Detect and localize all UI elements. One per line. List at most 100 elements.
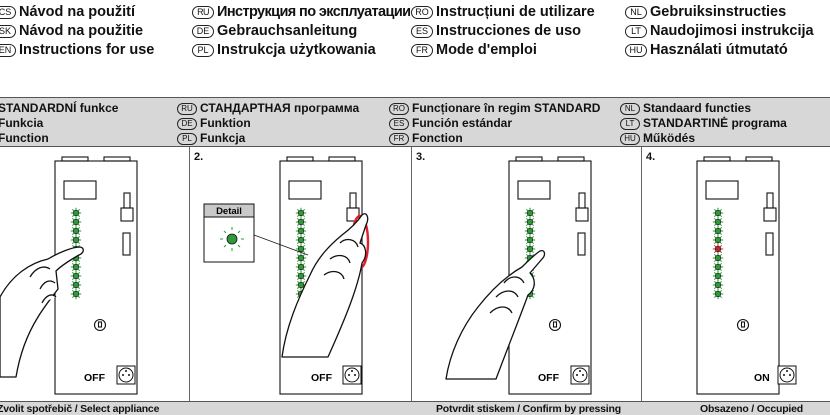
led-green-icon xyxy=(524,225,536,237)
led-green-icon xyxy=(295,279,307,291)
switch-lever xyxy=(578,192,586,209)
status-label: OFF xyxy=(538,372,560,384)
function-text: Működés xyxy=(643,131,696,145)
device-vent xyxy=(103,156,131,162)
lang-code: HU xyxy=(620,132,640,145)
device-body xyxy=(696,160,780,395)
device-vent xyxy=(328,156,356,162)
coin-slot xyxy=(122,232,131,256)
lang-text: Instrucciones de uso xyxy=(436,23,582,39)
device-vent xyxy=(286,156,314,162)
led-column xyxy=(70,207,82,300)
lang-code: ES xyxy=(389,117,409,130)
led-green-icon xyxy=(70,234,82,246)
lang-text: Instructions for use xyxy=(19,42,155,58)
function-text: Fonction xyxy=(412,131,463,145)
caption-step-4: Obsazeno / Occupied xyxy=(700,403,803,415)
lang-code: RO xyxy=(389,102,409,115)
led-green-icon xyxy=(295,207,307,219)
lang-text: Инструкция по эксплуатации xyxy=(217,4,411,20)
function-cs: STANDARDNÍ funkce xyxy=(0,101,118,116)
switch-base xyxy=(763,207,777,222)
led-green-icon xyxy=(524,216,536,228)
lang-text: Gebrauchsanleitung xyxy=(217,23,358,39)
device-illustration: OFF xyxy=(445,156,592,395)
led-green-icon xyxy=(295,225,307,237)
switch-lever xyxy=(123,192,131,209)
hand-icon xyxy=(281,213,369,358)
led-green-icon xyxy=(712,288,724,300)
status-label: OFF xyxy=(84,372,106,384)
step-number: 2. xyxy=(194,151,204,163)
led-green-icon xyxy=(524,207,536,219)
device-body xyxy=(279,160,363,395)
lang-code: DE xyxy=(192,24,214,38)
step-number: 4. xyxy=(646,151,656,163)
switch-base xyxy=(346,207,360,222)
function-text: Función estándar xyxy=(412,116,513,130)
lang-code: DE xyxy=(177,117,197,130)
detail-callout: Detail xyxy=(203,203,309,263)
function-text: STANDARTINĖ programa xyxy=(643,116,787,130)
led-green-icon xyxy=(295,243,307,255)
function-sk: Funkcia xyxy=(0,116,43,131)
lang-code: NL xyxy=(625,5,647,19)
led-red-icon xyxy=(712,243,724,255)
lang-code: NL xyxy=(620,102,640,115)
status-label: OFF xyxy=(311,372,333,384)
led-green-icon xyxy=(712,207,724,219)
detail-leader-line xyxy=(253,234,309,256)
socket-icon xyxy=(116,365,136,385)
step-panel-1: OFF xyxy=(0,147,190,401)
device-display xyxy=(705,180,739,200)
key-slot xyxy=(97,321,103,328)
hand-icon xyxy=(0,246,84,378)
device-display xyxy=(517,180,551,200)
socket-icon xyxy=(777,365,797,385)
lang-code: RO xyxy=(411,5,433,19)
function-text: Funkcia xyxy=(0,116,44,130)
device-illustration: ON xyxy=(696,156,797,395)
device-display xyxy=(288,180,322,200)
coin-slot xyxy=(765,232,774,256)
lang-code: LT xyxy=(620,117,640,130)
key-lock xyxy=(93,318,107,332)
function-text: Funcționare în regim STANDARD xyxy=(412,101,601,115)
device-display xyxy=(63,180,97,200)
coin-slot xyxy=(577,232,586,256)
key-lock xyxy=(736,318,750,332)
socket-icon xyxy=(570,365,590,385)
led-column xyxy=(712,207,724,300)
led-green-icon xyxy=(295,261,307,273)
function-text: Funkcja xyxy=(200,131,246,145)
led-green-icon xyxy=(712,225,724,237)
lang-text: Használati útmutató xyxy=(650,42,788,58)
step-panel-3: 3. OFF xyxy=(412,147,642,401)
lang-code: SK xyxy=(0,24,16,38)
switch-base xyxy=(120,207,134,222)
status-label: ON xyxy=(754,372,770,384)
hand-icon xyxy=(445,249,546,380)
lang-text: Gebruiksinstructies xyxy=(650,4,787,20)
function-text: STANDARDNÍ funkce xyxy=(0,101,119,115)
lang-code: RU xyxy=(192,5,214,19)
lang-text: Návod na použití xyxy=(19,4,135,20)
function-text: Function xyxy=(0,131,49,145)
led-green-icon xyxy=(712,216,724,228)
device-illustration: OFF xyxy=(0,156,138,395)
lang-text: Návod na použitie xyxy=(19,23,144,39)
